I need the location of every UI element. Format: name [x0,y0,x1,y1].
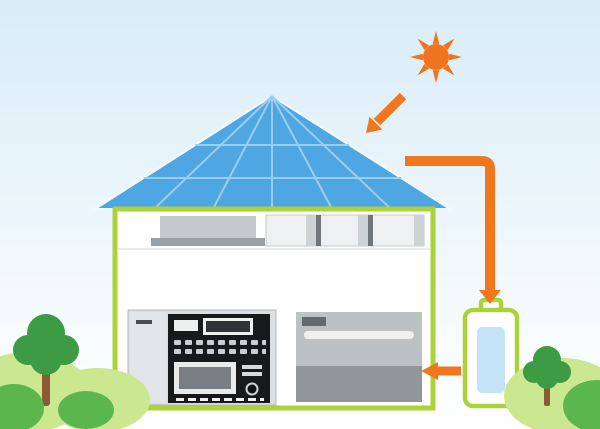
cabinet-handle [136,320,152,324]
microwave-button [242,365,262,369]
tree-left [13,314,79,406]
tree-foliage [30,343,62,375]
microwave-oven [174,362,262,396]
dishwasher-slot [304,331,414,339]
arrow-sun-to-roof [366,92,407,133]
microwave-window [179,367,231,389]
house [112,206,436,411]
arrow-head [366,116,383,133]
window-frame-divider [316,215,321,246]
energy-flow-arrows [366,92,501,380]
arrow-roof-to-battery [405,156,501,304]
bush-front [0,384,44,429]
dishwasher-handle [302,317,326,326]
sun-rays [410,31,462,83]
control-display-small [174,320,198,331]
range-hood-vent [151,238,265,246]
window-shade [358,215,368,246]
range-hood-body [160,216,256,238]
bush-front [563,380,600,429]
solar-panel-grid [143,95,402,210]
arrow-head [421,362,438,380]
vegetation-right [504,346,600,429]
window-glass [265,214,425,247]
kitchen-unit [127,309,277,406]
arrow-shaft [373,92,407,126]
arrow-battery-to-house [421,362,461,380]
window-shade [414,215,424,246]
tree-foliage [536,367,558,389]
vegetation-left [0,314,150,429]
storage-battery [462,297,520,409]
battery-cell [477,327,505,393]
vent-slots [176,398,264,402]
microwave-button [242,372,262,376]
tree-right [523,346,571,406]
sun [410,31,462,83]
control-display-screen [206,321,250,332]
bush-front [58,391,114,429]
upper-windows [265,214,425,247]
arrow-shaft [405,156,495,292]
range-hood [151,216,265,246]
dishwasher [296,312,422,402]
microwave-knob [245,382,259,396]
control-buttons [174,340,266,357]
window-frame-divider [368,215,373,246]
floor-divider [118,248,430,250]
solar-panel-roof [91,94,454,210]
dishwasher-lower-panel [296,366,422,402]
window-shade [306,215,316,246]
arrow-head [479,290,501,304]
sun-core [423,44,449,70]
